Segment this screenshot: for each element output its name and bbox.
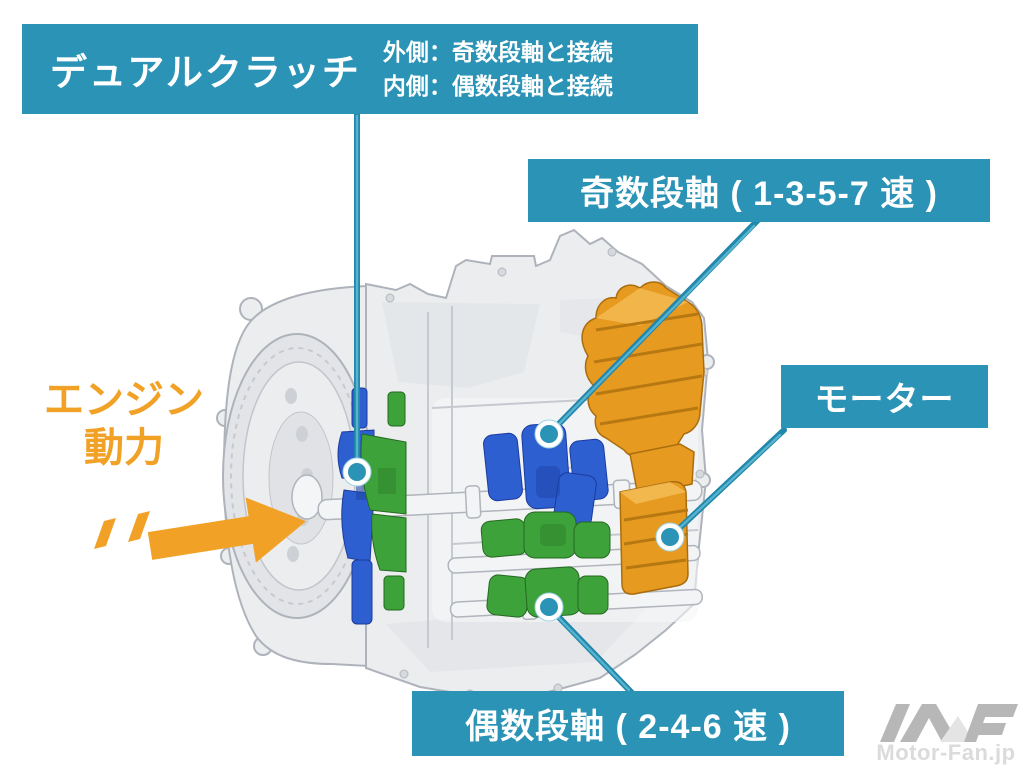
engine-power-line2: 動力 <box>84 426 164 470</box>
even-shaft-callout: 偶数段軸 ( 2-4-6 速 ) <box>412 691 844 756</box>
speed-line <box>94 518 116 549</box>
motor-fan-logo-icon <box>880 704 1018 742</box>
watermark-text: Motor-Fan.jp <box>876 740 1016 765</box>
dual-clutch-label: デュアルクラッチ <box>50 52 361 93</box>
even-shaft-label: 偶数段軸 ( 2-4-6 速 ) <box>465 708 791 746</box>
motor-callout: モーター <box>781 365 988 428</box>
odd-shaft-callout: 奇数段軸 ( 1-3-5-7 速 ) <box>528 159 990 222</box>
dual-clutch-callout: デュアルクラッチ 外側：奇数段軸と接続 内側：偶数段軸と接続 <box>22 24 698 114</box>
engine-power-line1: エンジン <box>44 378 204 422</box>
engine-power-arrow <box>94 497 307 563</box>
leader-lines <box>354 107 787 697</box>
dual-clutch-notes: 外側：奇数段軸と接続 内側：偶数段軸と接続 <box>383 35 613 104</box>
dual-clutch-note-outer: 外側：奇数段軸と接続 <box>382 38 613 65</box>
engine-power-label: エンジン 動力 <box>28 376 220 472</box>
odd-shaft-label: 奇数段軸 ( 1-3-5-7 速 ) <box>579 175 939 213</box>
speed-line <box>128 511 150 542</box>
motor-label: モーター <box>814 381 955 419</box>
even-shaft-gears-green <box>480 511 611 618</box>
motor-stack-orange <box>581 281 705 595</box>
callout-dots <box>342 419 685 622</box>
dual-clutch-note-inner: 内側：偶数段軸と接続 <box>382 73 613 99</box>
